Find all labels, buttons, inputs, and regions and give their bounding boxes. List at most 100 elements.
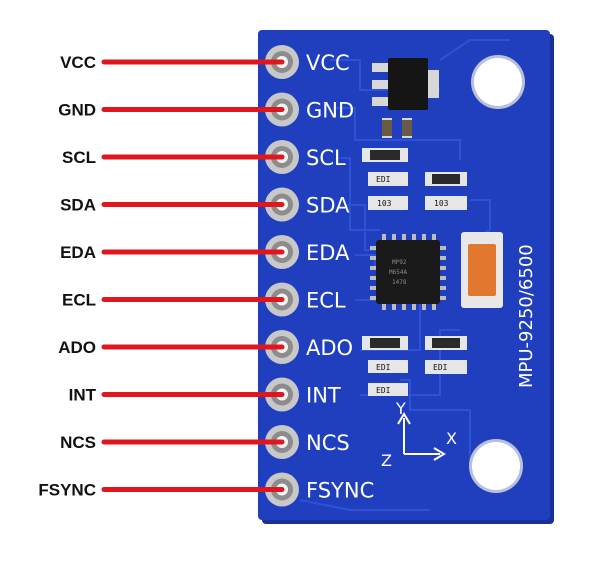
smd-part-body <box>432 174 460 184</box>
silk-label-eda: EDA <box>306 241 350 265</box>
chip-body <box>376 240 440 304</box>
chip-pin <box>382 234 386 242</box>
trace <box>335 107 461 160</box>
trace <box>355 254 376 270</box>
pin-wires <box>101 59 285 492</box>
pin-label-ncs: NCS <box>60 433 96 452</box>
smd-label: EDI <box>376 175 391 184</box>
tantalum-body <box>468 244 496 296</box>
silk-label-ecl: ECL <box>306 289 346 313</box>
trace <box>400 379 471 470</box>
silk-label-fsync: FSYNC <box>306 479 374 503</box>
chip-marking-line: M654A <box>389 269 407 276</box>
smd-part <box>368 172 408 186</box>
silk-label-ncs: NCS <box>306 431 350 455</box>
pin-silk-labels: VCC GND SCL SDA EDA ECL ADO INT NCS FSYNC <box>306 51 374 503</box>
smd-label: EDI <box>376 386 391 395</box>
pin-label-fsync: FSYNC <box>38 481 96 500</box>
smd-part <box>425 196 467 210</box>
chip-pin <box>370 256 378 260</box>
pin-label-eda: EDA <box>60 243 96 262</box>
pin-label-sda: SDA <box>60 196 96 215</box>
silk-label-sda: SDA <box>306 194 350 218</box>
regulator-pad <box>372 80 390 89</box>
smd-part <box>425 360 467 374</box>
chip-pin <box>412 234 416 242</box>
pin-label-gnd: GND <box>58 101 96 120</box>
chip-pin <box>382 302 386 310</box>
resistor-label: 103 <box>434 199 449 208</box>
smd-label: EDI <box>433 363 448 372</box>
tantalum-capacitor <box>461 232 503 308</box>
chip-pin <box>422 234 426 242</box>
smd-label: EDI <box>376 363 391 372</box>
regulator-pad <box>372 63 390 72</box>
chip-pin <box>432 302 436 310</box>
cap-body <box>382 120 392 136</box>
top-capacitors <box>382 118 412 138</box>
cap-body <box>402 120 412 136</box>
smd-part-body <box>370 150 400 160</box>
hole-center <box>474 58 522 106</box>
chip-pin <box>370 276 378 280</box>
trace <box>299 499 430 511</box>
hole-center <box>472 442 520 490</box>
chip-pin <box>370 246 378 250</box>
pin-label-int: INT <box>69 386 97 405</box>
chip-pin <box>370 286 378 290</box>
trace <box>439 39 510 61</box>
chip-pin <box>438 276 446 280</box>
silk-label-gnd: GND <box>306 99 354 123</box>
chip-pin <box>438 256 446 260</box>
chip-pin <box>402 302 406 310</box>
chip-pin <box>370 296 378 300</box>
pcb-board: EDI 103 103 EDI EDI EDI MP92 M654A <box>258 30 554 524</box>
chip-pins <box>370 234 446 310</box>
mpu-chip: MP92 M654A 1478 <box>370 234 446 310</box>
chip-pin <box>438 286 446 290</box>
voltage-regulator <box>372 58 439 110</box>
smd-resistors: EDI 103 103 EDI EDI EDI <box>362 148 467 396</box>
pcb-traces <box>299 39 510 511</box>
y-axis-label: Y <box>395 399 406 418</box>
smd-part-body <box>432 338 460 348</box>
smd-part-body <box>370 338 400 348</box>
regulator-tab <box>425 70 439 98</box>
z-axis-label: Z <box>381 451 392 470</box>
regulator-body <box>388 58 428 110</box>
chip-pin <box>412 302 416 310</box>
chip-pin <box>438 296 446 300</box>
chip-pin <box>402 234 406 242</box>
silk-label-ado: ADO <box>306 336 353 360</box>
x-axis-label: X <box>446 429 457 448</box>
smd-part <box>368 383 408 396</box>
resistor-label: 103 <box>377 199 392 208</box>
chip-pin <box>392 302 396 310</box>
chip-pin <box>438 266 446 270</box>
pin-label-ado: ADO <box>58 338 96 357</box>
smd-part <box>368 360 408 373</box>
silk-label-int: INT <box>306 384 341 408</box>
chip-pin <box>438 246 446 250</box>
chip-marking-line: 1478 <box>392 279 407 286</box>
chip-marking-line: MP92 <box>392 259 407 266</box>
pin-name-labels: VCC GND SCL SDA EDA ECL ADO INT NCS FSYNC <box>38 53 96 500</box>
silk-label-scl: SCL <box>306 146 346 170</box>
pin-label-vcc: VCC <box>60 53 96 72</box>
board-model-label: MPU-9250/6500 <box>516 244 537 388</box>
pin-label-ecl: ECL <box>62 291 96 310</box>
y-axis-arrowhead <box>397 412 411 425</box>
pin-label-scl: SCL <box>62 148 96 167</box>
chip-pin <box>392 234 396 242</box>
orientation-axes <box>397 412 446 461</box>
mounting-hole-top <box>471 55 525 109</box>
regulator-pad <box>372 97 390 106</box>
silk-label-vcc: VCC <box>306 51 350 75</box>
smd-part <box>368 196 408 210</box>
chip-pin <box>422 302 426 310</box>
chip-pin <box>432 234 436 242</box>
x-axis-arrowhead <box>433 447 446 461</box>
chip-pin <box>370 266 378 270</box>
